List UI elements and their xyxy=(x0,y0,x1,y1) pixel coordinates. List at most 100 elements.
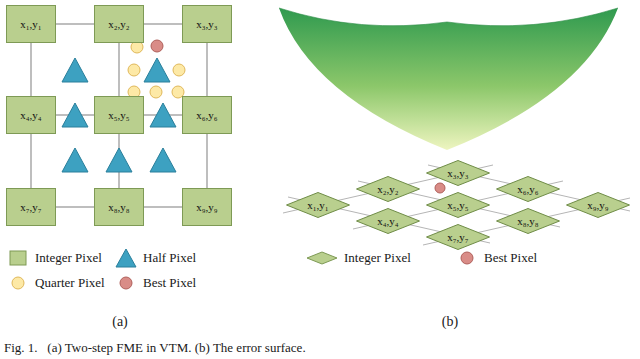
legend-circle xyxy=(120,277,132,289)
error-surface xyxy=(279,8,618,150)
integer-pixel-box: x₄,y₄ xyxy=(6,96,56,134)
integer-pixel-diamond: x₆,y₆ xyxy=(496,176,560,202)
legend-swatch xyxy=(115,247,137,269)
legend-text: Quarter Pixel xyxy=(35,275,105,290)
integer-pixel-box: x₉,y₉ xyxy=(182,188,232,226)
integer-pixel-box: x₇,y₇ xyxy=(6,188,56,226)
half-pixel-triangle xyxy=(106,148,132,172)
grid-connector xyxy=(56,23,94,25)
integer-pixel-diamond: x₉,y₉ xyxy=(566,192,630,218)
pixel-coordinate: x₂,y₂ xyxy=(377,183,398,196)
legend-swatch xyxy=(456,247,478,269)
legend-swatch xyxy=(7,247,29,269)
pixel-coordinate: x₁,y₁ xyxy=(307,199,328,212)
grid-line xyxy=(428,165,630,211)
half-pixel-triangle xyxy=(62,103,88,127)
grid-connector xyxy=(30,43,32,96)
quarter-pixel-circle xyxy=(128,64,140,76)
integer-pixel-diamond: x₁,y₁ xyxy=(286,192,350,218)
pixel-coordinate: x₈,y₈ xyxy=(517,215,538,228)
grid-connector xyxy=(206,134,208,188)
legend-triangle xyxy=(116,249,136,267)
diamond-shape xyxy=(287,193,350,218)
integer-pixel-diamond: x₂,y₂ xyxy=(356,176,420,202)
half-pixel-triangle xyxy=(62,148,88,172)
figure-caption: Fig. 1. (a) Two-step FME in VTM. (b) The… xyxy=(4,340,306,355)
integer-pixel-box: x₅,y₅ xyxy=(94,96,144,134)
pixel-coordinate: x₆,y₆ xyxy=(517,183,538,196)
integer-pixel-box: x₈,y₈ xyxy=(94,188,144,226)
integer-pixel-box: x₃,y₃ xyxy=(182,5,232,43)
integer-pixel-diamond: x₈,y₈ xyxy=(496,208,560,234)
grid-connector xyxy=(56,206,94,208)
pixel-coordinate: x₇,y₇ xyxy=(447,231,468,244)
diamond-shape xyxy=(357,177,420,202)
best-pixel-dot xyxy=(435,183,445,193)
half-pixel-triangle xyxy=(150,148,176,172)
integer-pixel-diamond: x₅,y₅ xyxy=(426,192,490,218)
integer-pixel-box: x₁,y₁ xyxy=(6,5,56,43)
diamond-shape xyxy=(427,193,490,218)
integer-pixel-box: x₆,y₆ xyxy=(182,96,232,134)
legend-text: Best Pixel xyxy=(143,275,196,290)
pixel-coordinate: x₄,y₄ xyxy=(377,215,398,228)
diamond-shape xyxy=(567,193,630,218)
quarter-pixel-circle xyxy=(173,64,185,76)
quarter-pixel-circle xyxy=(150,86,162,98)
pixel-coordinate: x₅,y₅ xyxy=(108,109,129,122)
pixel-coordinate: x₃,y₃ xyxy=(196,18,217,31)
legend-circle xyxy=(12,277,24,289)
grid-connector xyxy=(144,206,182,208)
quarter-pixel-group xyxy=(128,41,185,98)
legend-swatch xyxy=(306,247,338,269)
pixel-coordinate: x₁,y₁ xyxy=(20,18,41,31)
legend-circle xyxy=(461,252,473,264)
pixel-coordinate: x₈,y₈ xyxy=(108,201,129,214)
plane-grid xyxy=(283,165,630,245)
legend-text: Integer Pixel xyxy=(35,250,102,265)
diamond-shape xyxy=(497,177,560,202)
grid-line xyxy=(288,197,490,243)
legend-diamond xyxy=(307,252,337,264)
pixel-coordinate: x₂,y₂ xyxy=(108,18,129,31)
legend-text: Integer Pixel xyxy=(344,250,411,265)
pixel-coordinate: x₉,y₉ xyxy=(587,199,608,212)
pixel-coordinate: x₅,y₅ xyxy=(447,199,468,212)
grid-line xyxy=(358,181,560,227)
legend-square xyxy=(10,251,26,265)
legend-text: Half Pixel xyxy=(143,250,196,265)
grid-line xyxy=(423,198,630,245)
grid-connector xyxy=(144,23,182,25)
integer-pixel-diamond: x₃,y₃ xyxy=(426,160,490,186)
grid-connector xyxy=(30,134,32,188)
panel-label: (b) xyxy=(442,314,458,330)
legend-swatch xyxy=(7,272,29,294)
integer-pixel-diamond: x₄,y₄ xyxy=(356,208,420,234)
surface-rim xyxy=(279,8,618,26)
grid-connector xyxy=(118,43,120,96)
legend-swatch xyxy=(115,272,137,294)
pixel-coordinate: x₄,y₄ xyxy=(20,109,41,122)
panel-label: (a) xyxy=(112,314,128,330)
pixel-coordinate: x₃,y₃ xyxy=(447,167,468,180)
integer-pixel-diamond: x₇,y₇ xyxy=(426,224,490,250)
half-pixel-triangle xyxy=(150,103,176,127)
grid-line xyxy=(353,181,563,229)
pixel-coordinate: x₇,y₇ xyxy=(20,201,41,214)
integer-pixel-box: x₂,y₂ xyxy=(94,5,144,43)
best-pixel-circle xyxy=(151,40,163,52)
legend-text: Best Pixel xyxy=(484,250,537,265)
grid-line xyxy=(283,165,493,213)
half-pixel-triangle xyxy=(62,58,88,82)
half-pixel-group xyxy=(62,58,176,172)
pixel-coordinate: x₆,y₆ xyxy=(196,109,217,122)
half-pixel-triangle xyxy=(144,58,170,82)
pixel-coordinate: x₉,y₉ xyxy=(196,201,217,214)
grid-connector xyxy=(206,43,208,96)
diamond-shape xyxy=(497,209,560,234)
diamond-shape xyxy=(427,225,490,250)
diamond-shape xyxy=(357,209,420,234)
